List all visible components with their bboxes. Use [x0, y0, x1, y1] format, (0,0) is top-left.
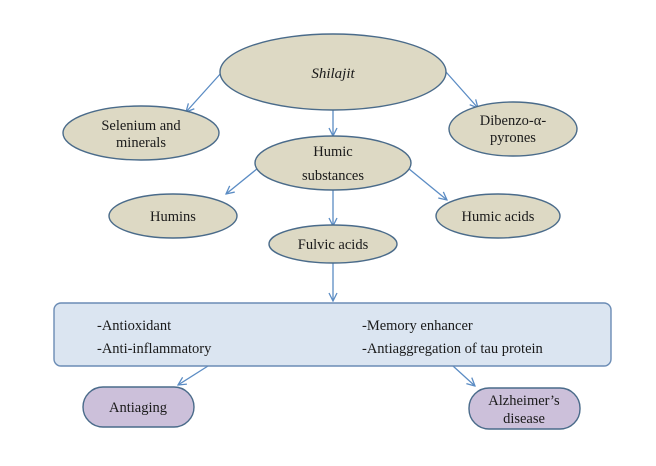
arrow-effects-to-alzheimers	[452, 365, 475, 386]
effect-anti-inflammatory: -Anti-inflammatory	[97, 341, 212, 357]
arrow-effects-to-antiaging	[178, 365, 209, 385]
outcome-alzheimers: Alzheimer’s disease	[468, 387, 581, 430]
effect-antioxidant: -Antioxidant	[97, 318, 171, 334]
effect-memory-enhancer: -Memory enhancer	[362, 318, 473, 334]
outcome-antiaging: Antiaging	[82, 386, 195, 428]
node-dibenzo-label-line1: Dibenzo-α-	[480, 113, 547, 129]
effect-antiaggregation-tau: -Antiaggregation of tau protein	[362, 341, 544, 357]
outcome-alzheimers-label-line2: disease	[503, 411, 545, 427]
node-humic-acids: Humic acids	[435, 193, 561, 239]
arrow-root-to-selenium	[186, 71, 223, 112]
node-humins-label: Humins	[150, 209, 196, 225]
node-humic-substances-label-line2: substances	[302, 168, 364, 184]
node-shilajit: Shilajit	[219, 33, 447, 111]
effects-box: -Antioxidant -Anti-inflammatory -Memory …	[53, 302, 612, 367]
outcome-alzheimers-label-line1: Alzheimer’s	[488, 393, 560, 409]
node-humins: Humins	[108, 193, 238, 239]
node-fulvic-acids: Fulvic acids	[268, 224, 398, 264]
node-selenium-minerals: Selenium and minerals	[62, 105, 220, 161]
node-humic-substances-label-line1: Humic	[313, 144, 352, 160]
node-fulvic-acids-label: Fulvic acids	[298, 237, 369, 253]
node-shilajit-label: Shilajit	[311, 66, 355, 82]
node-selenium-label-line1: Selenium and	[101, 118, 181, 134]
node-dibenzo-pyrones: Dibenzo-α- pyrones	[448, 101, 578, 157]
node-humic-substances: Humic substances	[254, 135, 412, 191]
outcome-antiaging-label: Antiaging	[109, 400, 167, 416]
arrow-root-to-dibenzo	[445, 71, 478, 108]
arrow-humic-to-humic-acids	[402, 163, 447, 200]
node-dibenzo-label-line2: pyrones	[490, 130, 536, 146]
node-selenium-label-line2: minerals	[116, 135, 166, 151]
node-humic-acids-label: Humic acids	[462, 209, 535, 225]
